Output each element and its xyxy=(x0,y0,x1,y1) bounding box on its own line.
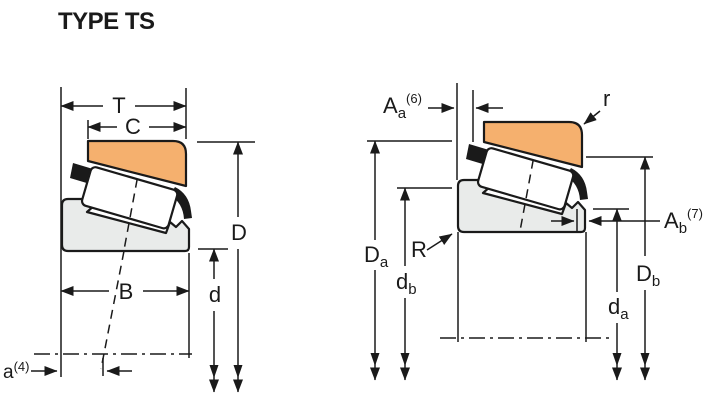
dim-label-Da: Da xyxy=(364,242,389,271)
dim-label-T: T xyxy=(112,93,125,118)
dim-label-d: d xyxy=(209,282,221,307)
dim-label-a: a(4) xyxy=(3,359,29,383)
left-bearing xyxy=(60,139,194,253)
page-title: TYPE TS xyxy=(58,8,155,35)
dim-label-db: db xyxy=(396,269,417,298)
dim-label-da: da xyxy=(608,294,629,323)
contact-angle-dashline xyxy=(100,250,125,370)
dim-label-D: D xyxy=(231,220,247,245)
dim-label-Aa: Aa(6) xyxy=(383,91,422,122)
left-view: T C B D d a(4) xyxy=(3,87,255,393)
dim-label-Db: Db xyxy=(636,261,660,290)
dim-Da-double-arrowhead xyxy=(370,353,380,366)
right-view: Aa(6) r Da db R Ab(7) da xyxy=(364,83,703,381)
dim-label-r: r xyxy=(603,86,610,111)
dim-label-R: R xyxy=(411,237,427,262)
dim-label-B: B xyxy=(119,279,134,304)
right-bearing xyxy=(456,120,590,234)
dim-Db-double-arrowhead xyxy=(640,353,650,366)
dim-d-double-arrowhead xyxy=(209,365,219,378)
dim-db-double-arrowhead xyxy=(400,353,410,366)
dim-R-leader-arrow xyxy=(426,233,453,251)
dim-da-double-arrowhead xyxy=(612,353,622,366)
dim-label-C: C xyxy=(125,114,141,139)
dim-D-double-arrowhead xyxy=(233,365,243,378)
dim-label-Ab: Ab(7) xyxy=(664,206,703,237)
dim-r-leader-arrow xyxy=(583,110,601,125)
